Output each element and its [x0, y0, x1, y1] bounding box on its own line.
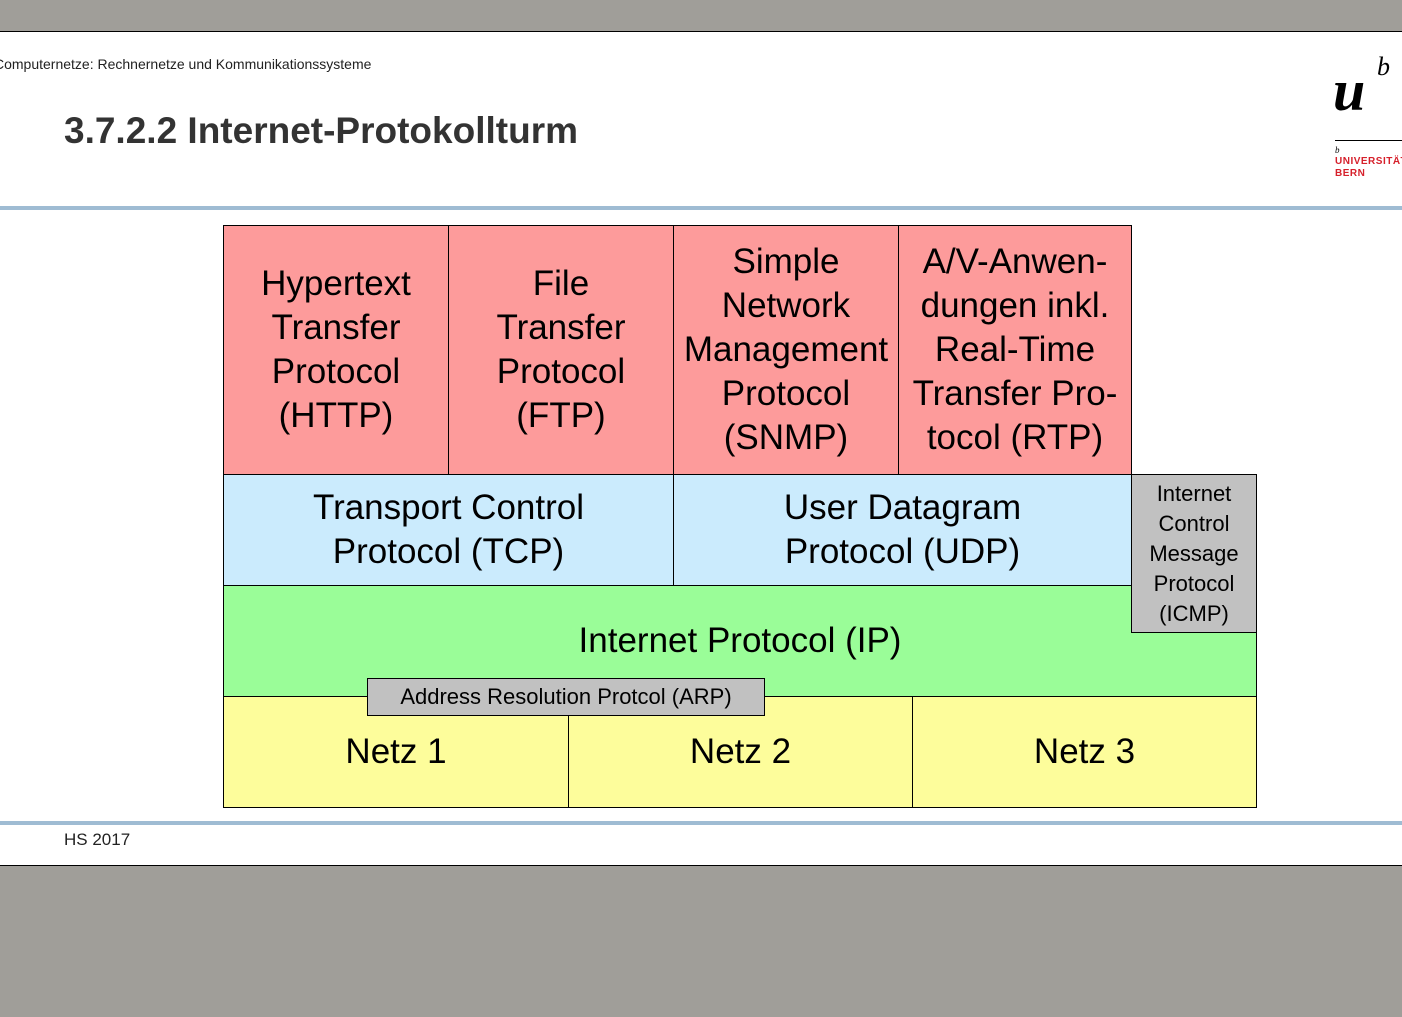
- logo-b: b: [1377, 52, 1390, 81]
- tcp-box: Transport Control Protocol (TCP): [223, 474, 674, 586]
- logo-b-small: b: [1335, 145, 1340, 155]
- top-frame: [0, 0, 1402, 31]
- arp-box: Address Resolution Protcol (ARP): [367, 678, 765, 716]
- logo-rule: [1335, 140, 1402, 141]
- slide: Computernetze: Rechnernetze und Kommunik…: [0, 31, 1402, 866]
- icmp-box: Internet Control Message Protocol (ICMP): [1131, 474, 1257, 633]
- logo-line-university: UNIVERSITÄT: [1335, 156, 1402, 167]
- footer-divider: [0, 821, 1402, 825]
- logo-text: UNIVERSITÄT BERN: [1335, 156, 1402, 180]
- logo-line-bern: BERN: [1335, 168, 1366, 179]
- rtp-box: A/V-Anwen- dungen inkl. Real-Time Transf…: [898, 225, 1132, 475]
- footer-term: HS 2017: [64, 830, 131, 849]
- bottom-frame: [0, 866, 1402, 1017]
- header-divider: [0, 206, 1402, 210]
- netz-3-box: Netz 3: [912, 696, 1257, 808]
- http-box: Hypertext Transfer Protocol (HTTP): [223, 225, 449, 475]
- snmp-box: Simple Network Management Protocol (SNMP…: [673, 225, 899, 475]
- ftp-box: File Transfer Protocol (FTP): [448, 225, 674, 475]
- page-title: 3.7.2.2 Internet-Protokollturm: [64, 110, 578, 151]
- course-title: Computernetze: Rechnernetze und Kommunik…: [0, 56, 372, 72]
- logo-u: u: [1333, 58, 1366, 123]
- udp-box: User Datagram Protocol (UDP): [673, 474, 1132, 586]
